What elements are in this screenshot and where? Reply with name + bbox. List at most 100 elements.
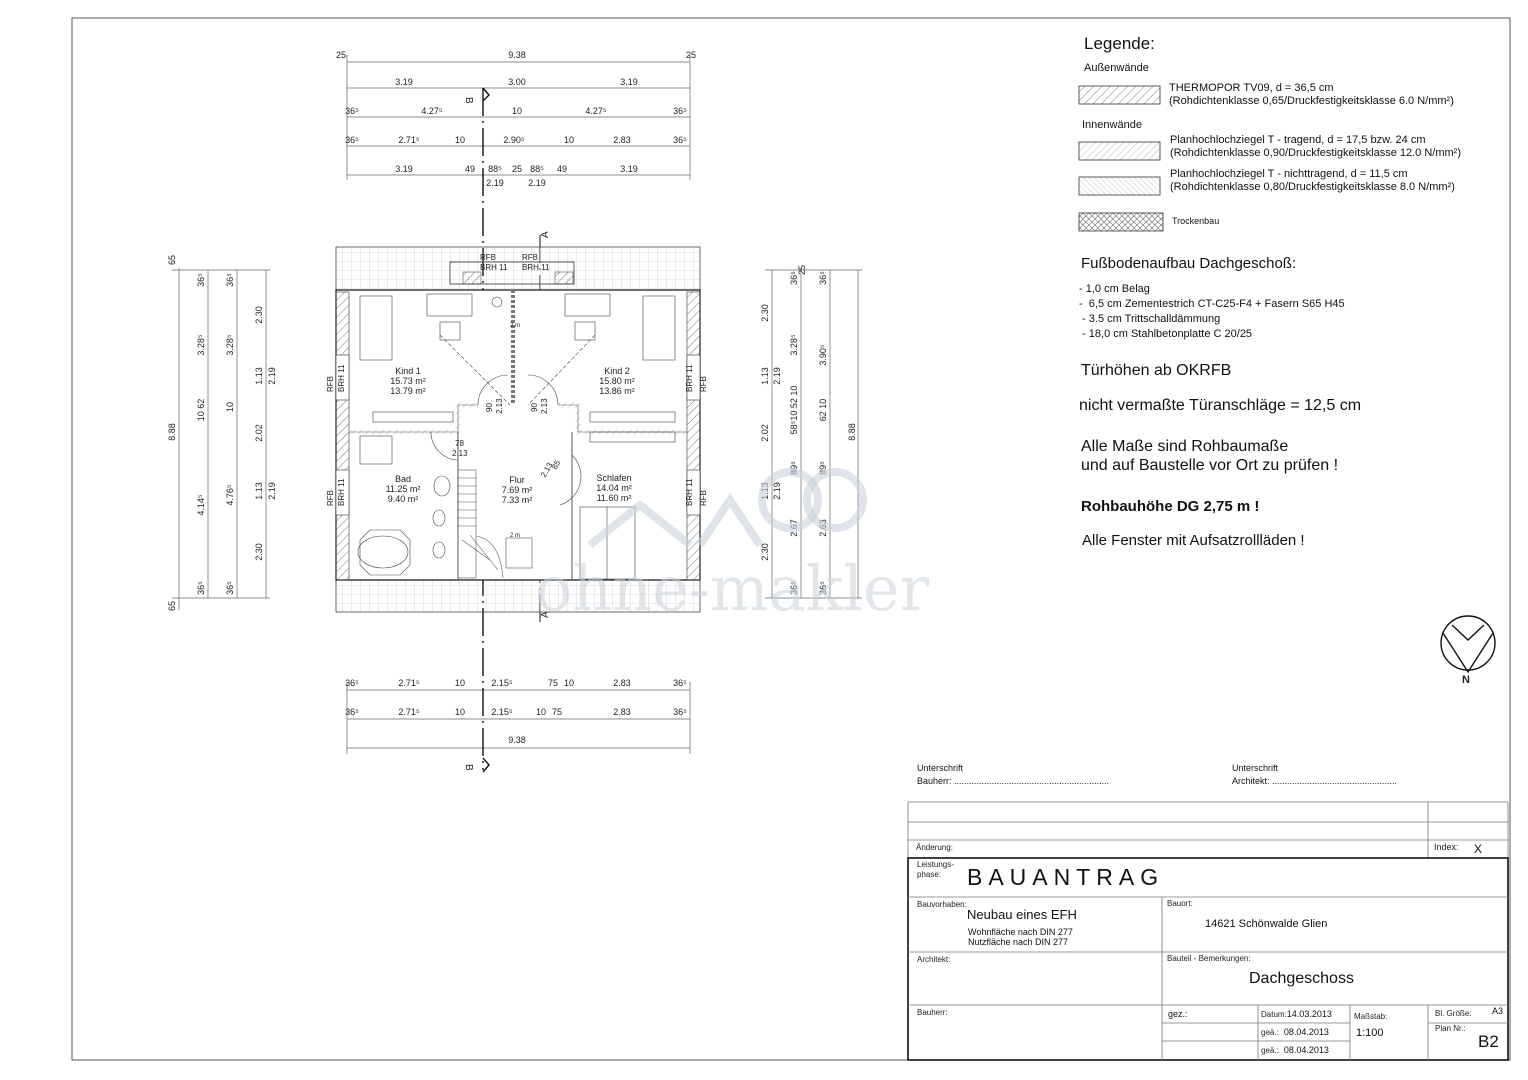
room-kind1-name: Kind 1: [395, 366, 421, 376]
plan-number-value: B2: [1478, 1032, 1499, 1051]
swatch-nonbearing: [1078, 176, 1161, 196]
room-bad-area-gross: 11.25 m²: [386, 484, 421, 494]
date-row: Datum:14.03.2013: [1261, 1009, 1332, 1019]
floor-build-up-heading: Fußbodenaufbau Dachgeschoß:: [1081, 255, 1297, 272]
dimension-left-0-2: 65: [167, 601, 177, 611]
sheet-size-value: A3: [1492, 1006, 1504, 1016]
dimension-left-3-5: 2.19: [267, 367, 277, 385]
dimension-right-2-2: 62 10: [818, 399, 828, 422]
dimension-top-3-3: 2.90⁵: [503, 135, 525, 145]
room-kind2-area-net: 13.86 m²: [599, 386, 635, 396]
legend-item-line2: (Rohdichtenklasse 0,65/Druckfestigkeitsk…: [1169, 95, 1454, 107]
dimension-right-0-5: 2.19: [772, 367, 782, 385]
swatch-drywall: [1078, 212, 1164, 232]
signature-owner-label: Unterschrift: [917, 763, 964, 773]
exterior-wall-left: [335, 291, 350, 581]
signature-owner-line[interactable]: ........................................…: [954, 776, 1110, 786]
changed-value: 08.04.2013: [1283, 1045, 1329, 1055]
dimension-left-3-3: 1.13: [254, 482, 264, 500]
floor-layer: - 18,0 cm Stahlbetonplatte C 20/25: [1079, 328, 1253, 340]
dimension-right-0-0: 2.30: [760, 304, 770, 322]
exterior-wall-right: [686, 291, 701, 581]
dormer-label-rfb-left: RFB: [480, 253, 496, 262]
signature-architect-role: Architekt:: [1232, 776, 1270, 786]
dimension-left-3-6: 2.19: [267, 482, 277, 500]
dimension-left-2-3: 4.76⁵: [225, 484, 235, 506]
dimension-left-2-1: 3.28⁵: [225, 334, 235, 356]
north-arrow: N: [1440, 615, 1496, 686]
dimension-lines: [172, 55, 862, 754]
dimension-bottom-1-2: 10: [455, 707, 465, 717]
window-label-brh-r2: BRH 11: [685, 478, 694, 506]
legend-exterior-heading: Außenwände: [1084, 62, 1149, 74]
phase-label-line: Leistungs-: [917, 860, 954, 869]
dimension-right-2-3: 89⁵: [818, 461, 828, 475]
legend-item-exterior: THERMOPOR TV09, d = 36,5 cm(Rohdichtenkl…: [1169, 82, 1454, 108]
door3-height: 2.13: [452, 449, 468, 458]
room-kind2-area-gross: 15.80 m²: [599, 376, 635, 386]
dimension-top-4-5: 49: [557, 164, 567, 174]
component-label: Bauteil - Bemerkungen:: [1167, 954, 1251, 963]
dimension-bottom-0-0: 36⁵: [345, 678, 359, 688]
floor-layers-list: - 1,0 cm Belag- 6,5 cm Zementestrich CT-…: [1079, 282, 1345, 342]
dimension-top-4-3: 25: [512, 164, 522, 174]
note-shell-height: Rohbauhöhe DG 2,75 m !: [1081, 498, 1260, 515]
dimension-bottom-0-1: 2.71⁵: [398, 678, 420, 688]
dimension-top-0-0: 25: [336, 50, 346, 60]
dimension-left-3-0: 2.30: [254, 306, 264, 324]
dimension-bottom-1-4: 10: [536, 707, 546, 717]
dimension-top-4-4: 88⁵: [530, 164, 544, 174]
dimension-top-4-6: 3.19: [620, 164, 638, 174]
legend-interior-heading: Innenwände: [1082, 119, 1142, 131]
dimension-right-2-6: 25: [797, 265, 807, 275]
phase-value: BAUANTRAG: [967, 864, 1165, 890]
legend-item-drywall: Trockenbau: [1172, 216, 1220, 226]
dimension-left-3-1: 1.13: [254, 367, 264, 385]
sheet-size-label: Bl. Größe:: [1435, 1009, 1472, 1018]
changed-value: 08.04.2013: [1283, 1027, 1329, 1037]
dormer-label-rfb-right: RFB: [522, 253, 538, 262]
plan-number-label: Plan Nr.:: [1435, 1024, 1466, 1033]
section-b-bottom-label: B: [463, 764, 474, 771]
legend-swatches: [1078, 85, 1164, 232]
scale-label: Maßstab:: [1354, 1012, 1388, 1021]
signature-architect-line[interactable]: ........................................…: [1272, 776, 1398, 786]
dimension-right-2-1: 3.90⁵: [818, 344, 828, 366]
dimension-top-2-1: 4.27⁵: [421, 106, 443, 116]
room-schlafen-area-gross: 14.04 m²: [596, 483, 632, 493]
dimension-top-2-4: 36⁵: [673, 106, 687, 116]
dimension-right-0-2: 2.02: [760, 424, 770, 442]
dimension-bottom-1-5: 75: [552, 707, 562, 717]
dimension-left-1-2: 10 62: [196, 399, 206, 422]
dimension-top-0-1: 9.38: [508, 50, 526, 60]
dormer-label-brh-left: BRH 11: [480, 263, 508, 272]
section-b-top-marker: [482, 87, 490, 102]
dimension-bottom-0-2: 10: [455, 678, 465, 688]
room-flur-name: Flur: [509, 475, 525, 485]
dimension-bottom-0-6: 2.83: [613, 678, 631, 688]
dimension-bottom-0-4: 75: [548, 678, 558, 688]
dimension-left-1-0: 36⁵: [196, 273, 206, 287]
dimension-right-2-5: 36⁵: [818, 581, 828, 595]
change-label: Änderung:: [916, 843, 953, 852]
room-kind2-name: Kind 2: [604, 366, 630, 376]
date-label: Datum:: [1261, 1010, 1287, 1019]
dimension-right-1-1: 3.28⁵: [789, 334, 799, 356]
door3-width: 78: [455, 439, 464, 448]
dimension-top-4-8: 2.19: [528, 178, 546, 188]
swatch-bearing: [1078, 141, 1161, 161]
room-kind1-area-gross: 15.73 m²: [390, 376, 426, 386]
title-block-frame: [907, 801, 1509, 1061]
note-door-stops: nicht vermaßte Türanschläge = 12,5 cm: [1079, 397, 1362, 414]
dimension-left-2-2: 10: [225, 402, 235, 412]
dimension-right-1-0: 36⁵: [789, 271, 799, 285]
project-label: Bauvorhaben:: [917, 900, 967, 909]
label-2m-hall: 2 m: [510, 323, 520, 329]
dimension-bottom-1-3: 2.15⁵: [491, 707, 513, 717]
door1-height: 2.13: [495, 398, 504, 414]
door1-width: 90: [485, 403, 494, 412]
dormer-label-brh-right: BRH 11: [522, 263, 550, 272]
dimension-top-3-2: 10: [455, 135, 465, 145]
